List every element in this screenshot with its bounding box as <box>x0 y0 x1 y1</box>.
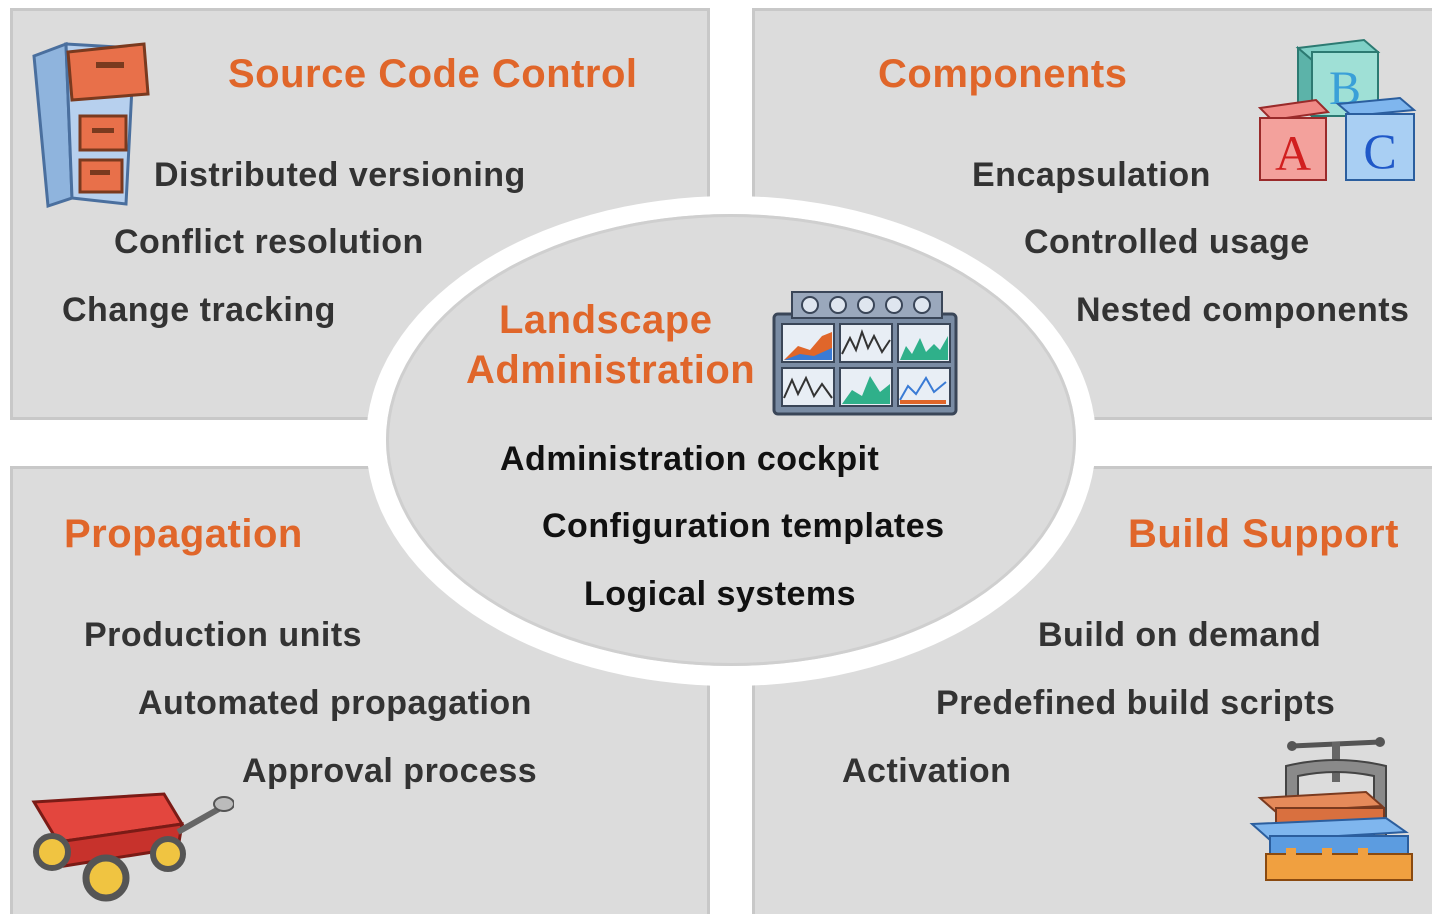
source-code-control-title: Source Code Control <box>228 52 638 96</box>
svg-text:A: A <box>1275 125 1311 181</box>
landscape-administration-title-line1: Landscape <box>499 298 713 342</box>
components-item-2: Controlled usage <box>1024 223 1310 261</box>
propagation-item-2: Automated propagation <box>138 684 532 722</box>
source-code-control-item-3: Change tracking <box>62 291 336 329</box>
build-support-title: Build Support <box>1128 512 1399 556</box>
components-title: Components <box>878 52 1128 96</box>
components-item-1: Encapsulation <box>972 156 1211 194</box>
propagation-title: Propagation <box>64 512 303 556</box>
svg-text:C: C <box>1363 123 1396 179</box>
propagation-item-1: Production units <box>84 616 363 654</box>
source-code-control-item-2: Conflict resolution <box>114 223 424 261</box>
wagon-icon <box>31 792 234 902</box>
propagation-item-3: Approval process <box>242 752 538 790</box>
monitoring-dashboard-icon <box>772 291 958 416</box>
build-support-item-1: Build on demand <box>1038 616 1322 654</box>
landscape-administration-hub <box>386 214 1076 666</box>
filing-cabinet-icon <box>32 41 150 209</box>
center-item-3: Logical systems <box>584 575 857 613</box>
build-support-item-3: Activation <box>842 752 1012 790</box>
build-support-item-2: Predefined build scripts <box>936 684 1336 722</box>
source-code-control-item-1: Distributed versioning <box>154 156 526 194</box>
center-item-2: Configuration templates <box>542 507 945 545</box>
center-item-1: Administration cockpit <box>500 440 880 478</box>
abc-blocks-icon: B A C <box>1257 38 1417 181</box>
landscape-administration-title-line2: Administration <box>466 348 756 392</box>
components-item-3: Nested components <box>1076 291 1410 329</box>
clamp-press-icon <box>1249 737 1413 881</box>
